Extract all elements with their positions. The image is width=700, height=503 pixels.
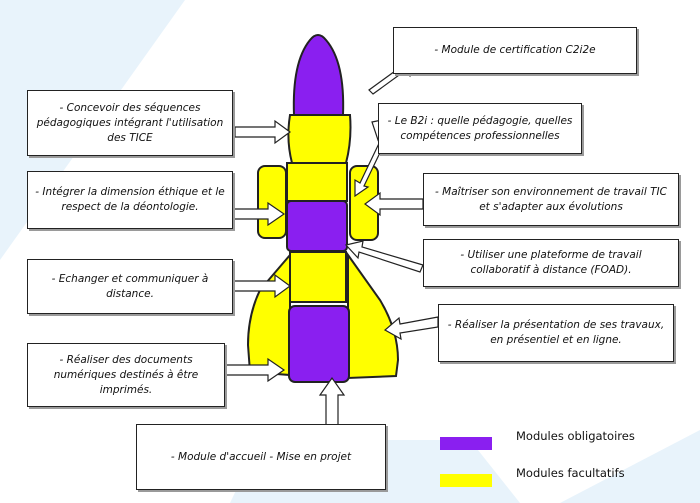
label-c2i2e-text: - Module de certification C2i2e [434, 44, 596, 56]
module-b2i [286, 162, 348, 202]
label-accueil-text: - Module d'accueil - Mise en projet [170, 450, 352, 463]
legend-label-facultatif: Modules facultatifs [516, 466, 625, 480]
background-panel-right [560, 430, 700, 503]
module-documents [288, 305, 350, 383]
label-presentation-text: - Réaliser la présentation de ses travau… [447, 319, 665, 346]
rocket-fin-left [246, 252, 291, 377]
rocket-fin-right [347, 251, 400, 380]
arrow-documents [225, 357, 286, 383]
arrow-presentation [383, 316, 439, 341]
label-plateforme: - Utiliser une plateforme de travail col… [423, 239, 679, 287]
legend-swatch-facultatif [440, 474, 492, 487]
label-accueil: - Module d'accueil - Mise en projet [136, 424, 386, 490]
rocket-side-fin-left [257, 165, 287, 239]
legend-swatch-obligatoire [440, 437, 492, 450]
label-presentation: - Réaliser la présentation de ses travau… [438, 304, 674, 362]
label-maitriser: - Maîtriser son environnement de travail… [423, 173, 679, 226]
module-concevoir [287, 114, 352, 164]
arrow-maitriser [363, 191, 424, 217]
arrow-plateforme [344, 240, 424, 273]
label-ethique-text: - Intégrer la dimension éthique et le re… [35, 186, 225, 213]
label-concevoir: - Concevoir des séquences pédagogiques i… [27, 90, 233, 156]
label-c2i2e: - Module de certification C2i2e [393, 27, 637, 74]
label-documents: - Réaliser des documents numériques dest… [27, 343, 225, 407]
label-documents-text: - Réaliser des documents numériques dest… [53, 353, 199, 396]
label-b2i-text: - Le B2i : quelle pédagogie, quelles com… [387, 114, 573, 142]
label-echanger-text: - Echanger et communiquer à distance. [51, 272, 209, 300]
module-echanger [289, 251, 347, 303]
label-b2i: - Le B2i : quelle pédagogie, quelles com… [378, 103, 582, 154]
arrows [224, 61, 439, 434]
arrow-concevoir [234, 119, 292, 145]
module-ethique [286, 200, 348, 252]
label-echanger: - Echanger et communiquer à distance. [27, 259, 233, 314]
module-nose-c2i2e [292, 34, 345, 116]
label-plateforme-text: - Utiliser une plateforme de travail col… [460, 249, 642, 276]
label-maitriser-text: - Maîtriser son environnement de travail… [435, 185, 667, 213]
arrow-echanger [232, 273, 292, 299]
legend-label-obligatoire: Modules obligatoires [516, 429, 635, 443]
label-concevoir-text: - Concevoir des séquences pédagogiques i… [36, 101, 224, 144]
label-ethique: - Intégrer la dimension éthique et le re… [27, 171, 233, 229]
